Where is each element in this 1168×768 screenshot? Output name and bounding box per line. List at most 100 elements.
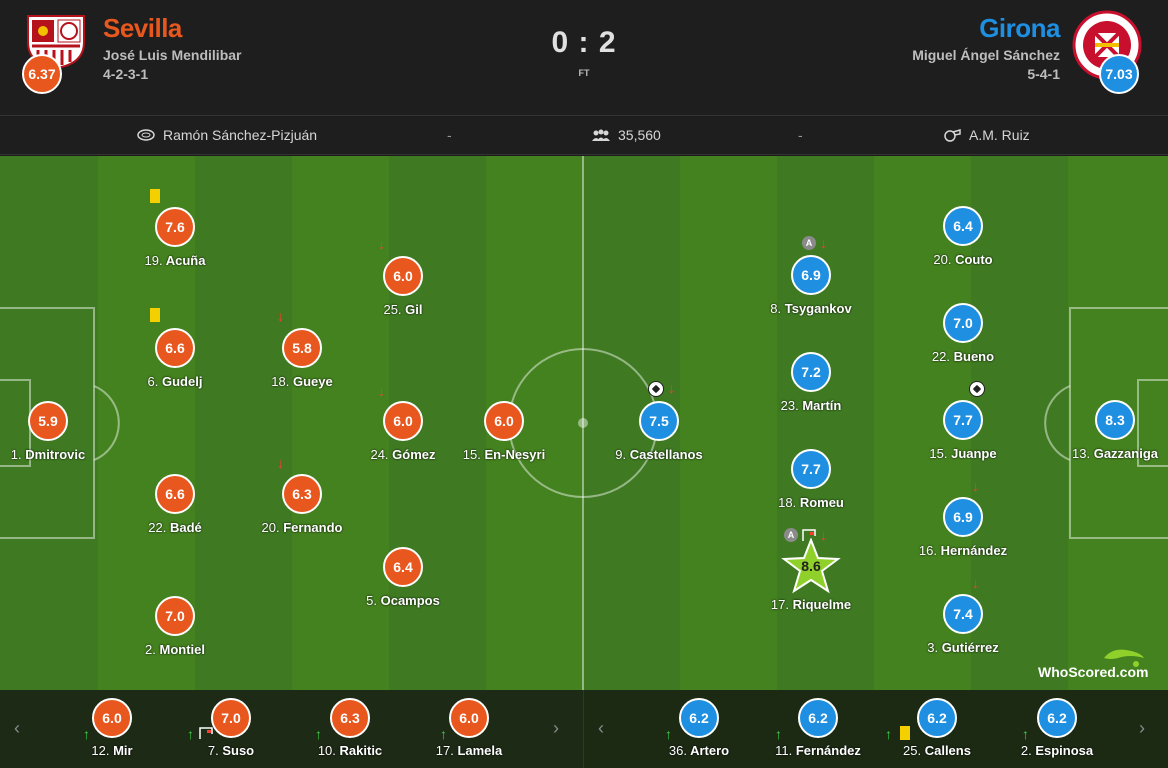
player-card[interactable]: 7.7 18. Romeu <box>746 449 876 510</box>
whistle-icon <box>944 129 961 142</box>
player-name: Gutiérrez <box>941 640 999 655</box>
sub-on-arrow-icon: ↑ <box>83 726 90 742</box>
player-name: Dmitrovic <box>25 447 86 462</box>
player-rating: 7.7 <box>943 400 983 440</box>
player-rating: 5.9 <box>28 401 68 441</box>
player-card[interactable]: 6.4 5. Ocampos <box>338 547 468 608</box>
player-rating: 6.0 <box>92 698 132 738</box>
player-number: 19. <box>144 253 163 268</box>
player-rating: 7.0 <box>943 303 983 343</box>
player-name: Juanpe <box>951 446 997 461</box>
bench-prev-button[interactable]: ‹ <box>598 718 604 738</box>
player-card[interactable]: 7.4 3. Gutiérrez <box>898 594 1028 655</box>
player-name: Tsygankov <box>784 301 852 316</box>
player-card[interactable]: 6.0 25. Gil <box>338 256 468 317</box>
substitute-card[interactable]: 6.0 12. Mir <box>57 690 167 758</box>
player-rating: 7.0 <box>155 596 195 636</box>
referee-info: A.M. Ruiz <box>943 127 1030 143</box>
player-name: Bueno <box>953 349 995 364</box>
away-bench: ‹ › 6.2 36. Artero ↑ 6.2 11. Fernández ↑… <box>583 690 1168 768</box>
substitute-card[interactable]: 7.0 7. Suso <box>176 690 286 758</box>
player-rating: 6.4 <box>383 547 423 587</box>
player-card[interactable]: 8.3 13. Gazzaniga <box>1050 400 1168 461</box>
player-card[interactable]: 6.0 24. Gómez <box>338 401 468 462</box>
player-number: 15. <box>929 446 948 461</box>
player-card[interactable]: 6.6 22. Badé <box>110 474 240 535</box>
player-card[interactable]: 5.8 18. Gueye <box>237 328 367 389</box>
player-name: Riquelme <box>792 597 852 612</box>
player-number: 5. <box>366 593 377 608</box>
match-status: FT <box>578 68 590 78</box>
pitch-markings <box>0 156 1168 690</box>
player-rating: 6.2 <box>679 698 719 738</box>
away-team-name[interactable]: Girona <box>979 13 1060 43</box>
player-card[interactable]: 7.0 22. Bueno <box>898 303 1028 364</box>
player-rating: 7.4 <box>943 594 983 634</box>
home-team-name[interactable]: Sevilla <box>103 13 182 43</box>
goal-ball-icon <box>648 381 664 397</box>
player-number: 17. <box>770 597 789 612</box>
player-number: 25. <box>383 302 402 317</box>
substitute-card[interactable]: 6.3 10. Rakitic <box>295 690 405 758</box>
substitute-card[interactable]: 6.0 17. Lamela <box>414 690 524 758</box>
substitute-card[interactable]: 6.2 36. Artero <box>644 690 754 758</box>
substitute-card[interactable]: 6.2 11. Fernández <box>763 690 873 758</box>
player-card[interactable]: 6.9 16. Hernández <box>898 497 1028 558</box>
player-card[interactable]: 7.5 9. Castellanos <box>594 401 724 462</box>
player-card[interactable]: 7.0 2. Montiel <box>110 596 240 657</box>
player-card[interactable]: 6.0 15. En-Nesyri <box>439 401 569 462</box>
stadium-info: Ramón Sánchez-Pizjuán <box>137 127 317 143</box>
sub-on-arrow-icon: ↑ <box>665 726 672 742</box>
player-card[interactable]: 6.3 20. Fernando <box>237 474 367 535</box>
player-rating: 6.2 <box>798 698 838 738</box>
home-team-rating: 6.37 <box>22 54 62 94</box>
player-card[interactable]: 6.4 20. Couto <box>898 206 1028 267</box>
home-coach: José Luis Mendilibar <box>103 47 242 63</box>
player-rating: 7.0 <box>211 698 251 738</box>
substitute-card[interactable]: 6.2 25. Callens <box>882 690 992 758</box>
player-name: Castellanos <box>629 447 703 462</box>
sub-off-arrow-icon: ↓ <box>378 383 385 399</box>
away-team-rating: 7.03 <box>1099 54 1139 94</box>
bench-next-button[interactable]: › <box>1139 718 1145 738</box>
player-rating: 6.3 <box>330 698 370 738</box>
sub-off-arrow-icon: ↓ <box>972 575 979 591</box>
player-card[interactable]: 5.9 1. Dmitrovic <box>0 401 113 462</box>
sub-off-arrow-icon: ↓ <box>820 235 827 251</box>
player-number: 23. <box>780 398 799 413</box>
player-rating: 6.0 <box>449 698 489 738</box>
player-rating: 6.2 <box>917 698 957 738</box>
info-separator: - <box>447 127 452 143</box>
home-formation: 4-2-3-1 <box>103 66 149 82</box>
player-card[interactable]: 6.6 6. Gudelj <box>110 328 240 389</box>
player-card[interactable]: 7.7 15. Juanpe <box>898 400 1028 461</box>
player-name: Suso <box>222 743 255 758</box>
player-number: 13. <box>1072 446 1091 461</box>
substitute-card[interactable]: 6.2 2. Espinosa <box>1002 690 1112 758</box>
player-card[interactable]: 7.6 19. Acuña <box>110 207 240 268</box>
referee-name: A.M. Ruiz <box>969 127 1030 143</box>
player-rating: 6.4 <box>943 206 983 246</box>
player-number: 6. <box>147 374 159 389</box>
player-number: 9. <box>615 447 627 462</box>
player-card[interactable]: 6.9 8. Tsygankov <box>746 255 876 316</box>
bench-next-button[interactable]: › <box>553 718 559 738</box>
bench-prev-button[interactable]: ‹ <box>14 718 20 738</box>
player-card motm-player[interactable]: 8.6 17. Riquelme <box>746 538 876 612</box>
player-card[interactable]: 7.2 23. Martín <box>746 352 876 413</box>
attendance-info: 35,560 <box>592 127 661 143</box>
sub-off-arrow-icon: ↓ <box>277 308 284 324</box>
player-name: Ocampos <box>380 593 440 608</box>
away-formation: 5-4-1 <box>1027 66 1060 82</box>
sub-on-arrow-icon: ↑ <box>885 726 892 742</box>
assist-icon: A <box>784 528 798 542</box>
player-number: 2. <box>145 642 156 657</box>
info-separator: - <box>798 127 803 143</box>
player-rating: 7.5 <box>639 401 679 441</box>
bench-bar: ‹ › 6.0 12. Mir ↑ 7.0 7. Suso ↑ 6.3 10. … <box>0 690 1168 768</box>
player-number: 2. <box>1020 743 1032 758</box>
player-number: 3. <box>927 640 939 655</box>
player-number: 18. <box>778 495 797 510</box>
player-number: 17. <box>435 743 454 758</box>
